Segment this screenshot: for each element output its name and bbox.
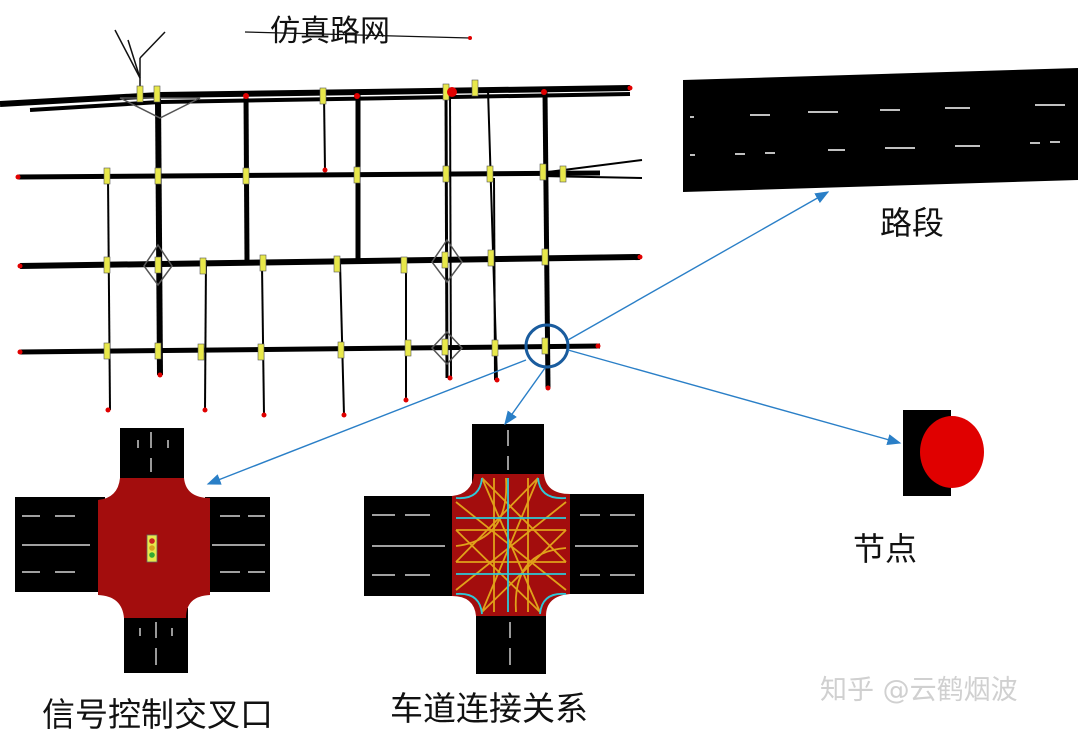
arrow-to-signal-intersection: [206, 359, 527, 485]
lane-connection-label: 车道连接关系: [390, 689, 588, 728]
road-network: [0, 29, 643, 418]
top-branch: [114, 29, 166, 90]
network-title: 仿真路网: [270, 14, 390, 49]
segment-label: 路段: [880, 204, 945, 242]
road-segment-panel: [683, 68, 1078, 192]
interchanges: [119, 97, 464, 366]
lane-connection-panel: [364, 424, 644, 674]
watermark: 知乎 @云鹤烟波: [820, 675, 1018, 706]
traffic-signals: [103, 79, 567, 361]
node-label: 节点: [853, 530, 918, 568]
horizontal-roads: [0, 85, 643, 355]
arrow-to-segment: [567, 191, 830, 341]
network-nodes: [15, 85, 643, 418]
signal-intersection-label: 信号控制交叉口: [42, 695, 273, 734]
vertical-roads: [107, 89, 551, 416]
node-panel: [903, 410, 984, 496]
arrow-to-lane-connections: [504, 367, 546, 426]
arrow-to-node: [567, 349, 902, 445]
highlight-circle: [524, 323, 570, 369]
connector-arrows: [206, 191, 902, 485]
signal-intersection-panel: [15, 428, 270, 673]
